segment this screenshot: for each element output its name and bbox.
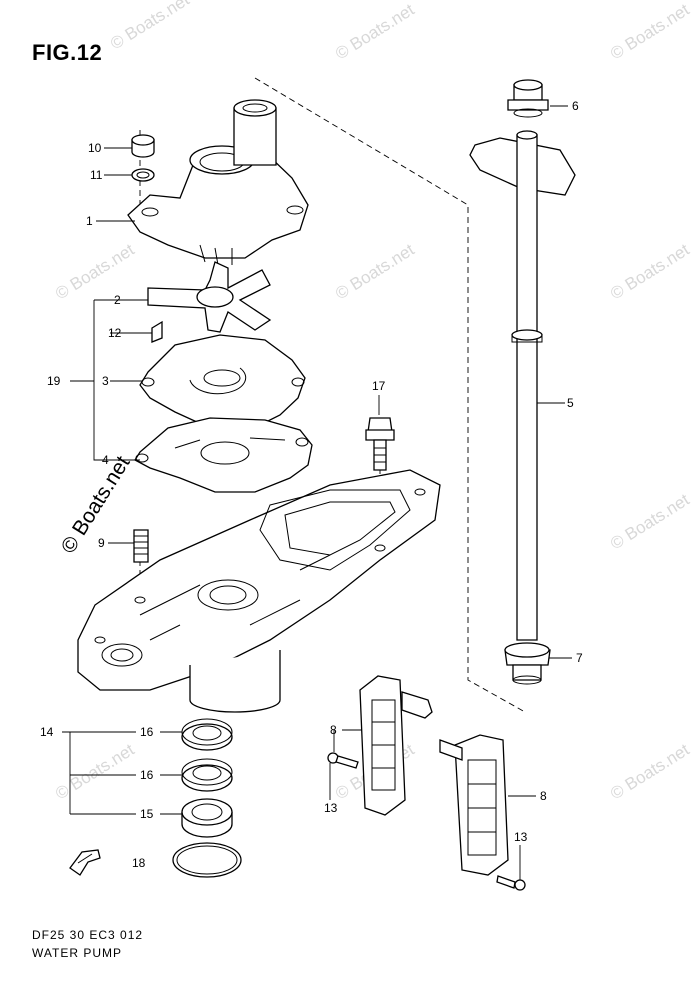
stud-bolt (133, 529, 149, 563)
callout-16-lower: 16 (140, 768, 154, 782)
callout-8-right: 8 (540, 789, 547, 803)
impeller-key (151, 320, 163, 343)
callout-17: 17 (372, 379, 386, 393)
wear-plate (139, 334, 306, 431)
figure-title: FIG.12 (32, 40, 103, 65)
water-tube (469, 130, 576, 641)
fwd-arrow-icon (69, 849, 101, 876)
callout-6: 6 (572, 99, 579, 113)
watermark-text: © Boats.net (607, 0, 693, 63)
pump-case (127, 99, 309, 266)
bolt (365, 417, 395, 471)
gasket (134, 417, 313, 493)
screw-right (496, 875, 526, 891)
cap-ring (131, 134, 155, 158)
lower-plate (77, 469, 441, 713)
callout-9: 9 (98, 536, 105, 550)
bearing (181, 798, 233, 838)
callout-19: 19 (47, 374, 61, 388)
callout-leaders (62, 105, 572, 880)
diagram-code: DF25 30 EC3 012 (32, 928, 144, 942)
mount-bracket-left (359, 675, 433, 816)
watermark-text: © Boats.net (607, 240, 693, 303)
water-tube-grommet-top (507, 79, 549, 118)
o-ring-large (172, 842, 242, 878)
watermark-text: © Boats.net (607, 740, 693, 803)
callout-18: 18 (132, 856, 146, 870)
callout-15: 15 (140, 807, 154, 821)
callout-4: 4 (102, 453, 109, 467)
callout-7: 7 (576, 651, 583, 665)
callout-5: 5 (567, 396, 574, 410)
callout-11: 11 (90, 168, 103, 182)
o-ring-small (131, 168, 155, 182)
watermark-text: © Boats.net (607, 490, 693, 553)
callout-8-left: 8 (330, 723, 337, 737)
callout-10: 10 (88, 141, 102, 155)
water-tube-grommet-bottom (504, 642, 551, 685)
callout-3: 3 (102, 374, 109, 388)
oil-seal-upper (181, 718, 233, 751)
screw-left (327, 752, 359, 769)
callout-2: 2 (114, 293, 121, 307)
watermark-prominent: © Boats.net (57, 452, 135, 558)
callout-1: 1 (86, 214, 93, 228)
impeller (147, 261, 272, 333)
watermark-text: © Boats.net (107, 0, 193, 53)
mount-bracket-right (439, 734, 509, 876)
watermark-text: © Boats.net (332, 240, 418, 303)
callout-16-upper: 16 (140, 725, 154, 739)
callout-14: 14 (40, 725, 54, 739)
diagram-name: WATER PUMP (32, 946, 122, 960)
callout-13-left: 13 (324, 801, 338, 815)
watermark-text: © Boats.net (332, 0, 418, 63)
callout-numbers: 10 11 1 2 12 19 3 4 9 14 16 16 15 18 6 5… (40, 99, 583, 870)
callout-12: 12 (108, 326, 122, 340)
oil-seal-lower (181, 758, 233, 792)
watermark-text: © Boats.net (52, 240, 138, 303)
callout-13-right: 13 (514, 830, 528, 844)
watermark-text: © Boats.net (52, 740, 138, 803)
